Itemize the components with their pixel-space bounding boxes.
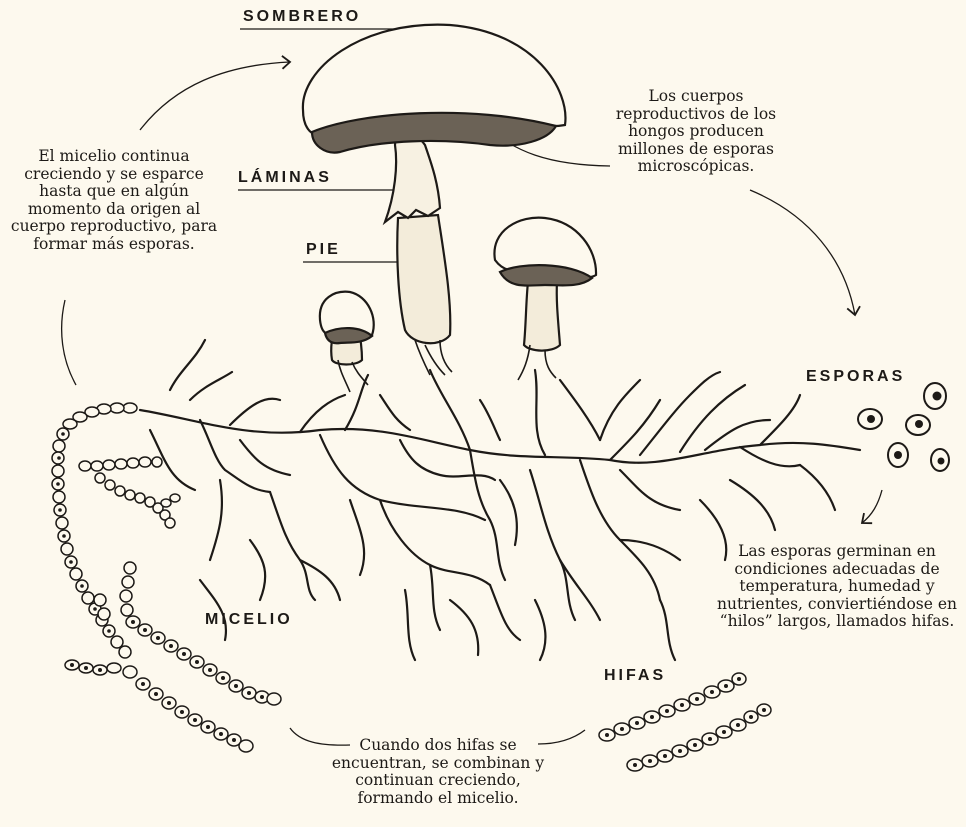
label-hifas: HIFAS xyxy=(604,667,666,685)
hyphae-chain-right xyxy=(599,673,771,771)
label-sombrero: SOMBRERO xyxy=(243,8,361,26)
cycle-arrow-right xyxy=(750,190,855,315)
description-hifas-encuentran: Cuando dos hifas se encuentran, se combi… xyxy=(330,737,546,807)
label-pie: PIE xyxy=(306,241,341,259)
cycle-arrow-left-arc xyxy=(62,300,76,385)
description-esporas-germinan: Las esporas germinan en condiciones adec… xyxy=(714,543,960,631)
label-laminas: LÁMINAS xyxy=(238,169,332,187)
mushroom-medium xyxy=(494,218,596,380)
description-cuerpos-reproductivos: Los cuerpos reproductivos de los hongos … xyxy=(602,88,790,176)
hyphae-chain-left xyxy=(52,403,281,752)
label-esporas: ESPORAS xyxy=(806,368,905,386)
description-micelio-crece: El micelio continua creciendo y se espar… xyxy=(10,148,218,253)
cycle-arrow-top-left xyxy=(140,62,290,130)
mushroom-small xyxy=(320,292,374,392)
cycle-arrow-spores xyxy=(862,490,882,523)
label-micelio: MICELIO xyxy=(205,611,293,629)
